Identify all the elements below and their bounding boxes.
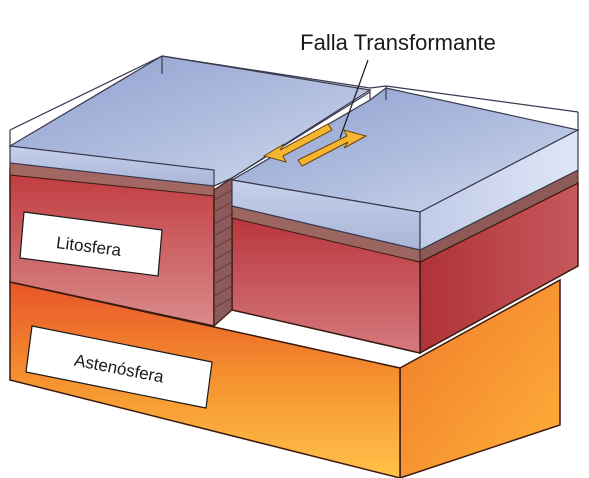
fault-plane xyxy=(213,176,233,328)
label-lithosphere-card: Litosfera xyxy=(19,211,163,277)
arrow-left-icon xyxy=(262,123,333,163)
arrow-right-icon xyxy=(297,129,368,167)
motion-arrows xyxy=(262,123,368,167)
diagram-title: Falla Transformante xyxy=(300,30,496,55)
ocean-layer xyxy=(8,55,580,251)
crust-band xyxy=(9,162,579,263)
title-pointer-line xyxy=(339,59,369,139)
label-asthenosphere-card: Astenósfera xyxy=(25,325,213,409)
